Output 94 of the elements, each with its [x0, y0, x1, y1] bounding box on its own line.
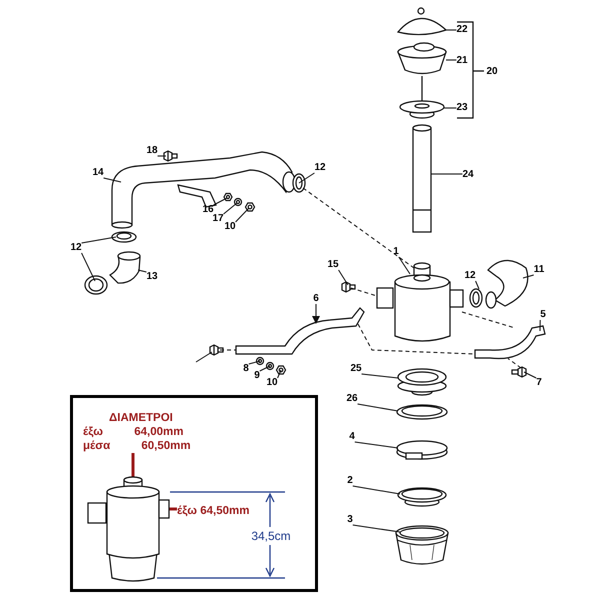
callout-number: 14 — [92, 168, 104, 178]
cup-drawing — [397, 42, 447, 74]
assembly-line — [508, 358, 522, 368]
dimension-text: έξω 64,50mm — [177, 506, 250, 518]
callout-number: 5 — [540, 310, 546, 320]
leader-line — [235, 208, 250, 222]
washer-drawing — [256, 356, 264, 366]
hose-drawing — [485, 260, 528, 309]
dimension-text: έξω 64,00mm — [83, 425, 184, 439]
leader-line — [524, 372, 537, 378]
inset-panel — [70, 395, 318, 592]
leader-line — [132, 453, 134, 477]
filter-element-drawing — [397, 368, 447, 396]
hose-clamp-drawing — [292, 173, 306, 193]
callout-number: 12 — [70, 243, 82, 253]
callout-number: 3 — [347, 515, 353, 525]
leader-line — [338, 270, 348, 286]
leader-line — [169, 508, 177, 510]
leader-line — [398, 256, 410, 274]
hose-clamp-drawing — [84, 275, 108, 295]
bolt-drawing — [511, 366, 527, 378]
washer-drawing — [266, 362, 274, 370]
callout-number: 24 — [462, 170, 474, 180]
leader-line — [357, 404, 398, 412]
callout-number: 12 — [314, 163, 326, 173]
leader-line — [522, 274, 534, 278]
callout-number: 13 — [146, 272, 158, 282]
bolt-drawing — [163, 150, 178, 162]
callout-number: 15 — [327, 260, 339, 270]
callout-number: 2 — [347, 476, 353, 486]
callout-number: 18 — [146, 146, 158, 156]
tube-drawing — [412, 124, 432, 233]
callout-number: 23 — [456, 103, 468, 113]
leader-line — [81, 236, 116, 244]
callout-number: 22 — [456, 25, 468, 35]
dimension-label: 34,5cm — [250, 527, 292, 545]
callout-number: 16 — [202, 205, 214, 215]
leader-line — [138, 270, 147, 272]
leader-line — [354, 442, 398, 448]
canister-drawing — [376, 262, 464, 342]
callout-number: 10 — [224, 222, 236, 232]
callout-number: 4 — [349, 432, 355, 442]
leader-line — [352, 486, 400, 494]
leader-line — [361, 374, 398, 378]
assembly-line — [462, 312, 516, 328]
callout-number: 25 — [350, 364, 362, 374]
leader-line — [259, 366, 270, 372]
callout-number: 20 — [486, 67, 498, 77]
leader-line — [298, 172, 315, 184]
canister-drawing — [87, 476, 170, 582]
hose-clamp-drawing — [469, 288, 483, 308]
leader-line — [81, 252, 96, 282]
callout-number: 17 — [212, 214, 224, 224]
callout-number: 9 — [254, 371, 260, 381]
leader-line — [196, 352, 212, 362]
valve-plate-drawing — [399, 76, 445, 119]
mounting-strap-drawing — [235, 307, 365, 355]
washer-drawing — [234, 198, 242, 206]
leader-line — [312, 304, 320, 324]
assembly-line — [302, 188, 414, 268]
nut-drawing — [276, 365, 286, 375]
leader-line — [248, 360, 260, 364]
bowl-drawing — [395, 525, 449, 565]
assembly-line — [350, 288, 378, 296]
bolt-drawing — [341, 281, 356, 293]
dimension-text: μέσα 60,50mm — [83, 439, 191, 453]
callout-number: 6 — [313, 294, 319, 304]
callout-number: 1 — [393, 247, 399, 257]
leader-line — [277, 370, 282, 378]
callout-number: 8 — [243, 364, 249, 374]
bolt-drawing — [209, 344, 224, 356]
callout-number: 12 — [464, 271, 476, 281]
leader-line — [540, 320, 541, 332]
gasket-drawing — [396, 404, 448, 420]
assembly-line — [358, 324, 476, 354]
leader-line — [223, 202, 238, 214]
callout-number: 11 — [534, 265, 544, 275]
hose-clamp-drawing — [111, 231, 137, 243]
elbow-hose-drawing — [109, 251, 141, 284]
callout-number: 7 — [536, 378, 542, 388]
nut-drawing — [244, 202, 256, 212]
callout-number: 10 — [266, 378, 278, 388]
callout-number: 21 — [456, 56, 468, 66]
dimension-heading: ΔΙΑΜΕΤΡΟΙ — [108, 411, 173, 425]
clamp-ring-drawing — [396, 440, 448, 460]
leader-line — [475, 280, 480, 290]
seal-ring-drawing — [397, 487, 447, 507]
leader-line — [213, 198, 228, 206]
nut-drawing — [223, 192, 233, 202]
dome-cap-drawing — [397, 7, 447, 36]
callout-number: 26 — [346, 394, 358, 404]
leader-line — [352, 524, 400, 532]
mounting-strap-drawing — [474, 325, 546, 360]
leader-line — [103, 178, 122, 182]
